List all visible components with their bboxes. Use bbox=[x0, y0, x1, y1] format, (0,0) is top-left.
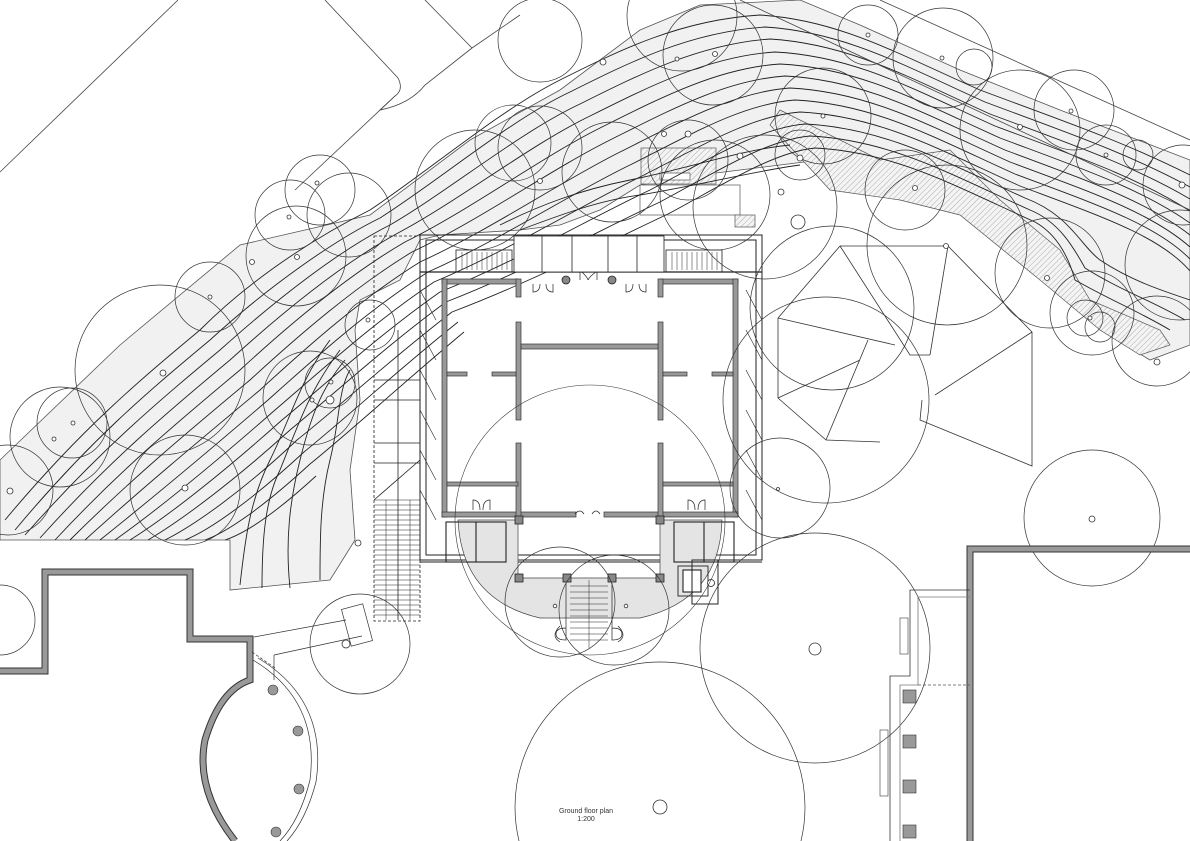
building-walls bbox=[441, 278, 739, 518]
drawing-title: Ground floor plan bbox=[558, 808, 614, 815]
tree-trunks bbox=[6, 32, 1186, 815]
rear-stairs bbox=[455, 235, 723, 273]
contour-lines bbox=[4, 14, 1190, 589]
forecourt-paving bbox=[457, 519, 723, 619]
landscape-band bbox=[0, 0, 1190, 591]
front-stair bbox=[554, 580, 624, 648]
terrace-grid bbox=[373, 235, 421, 622]
columns bbox=[514, 275, 665, 583]
stepped-wall bbox=[0, 568, 254, 841]
side-porches bbox=[445, 521, 735, 605]
drawing-scale: 1:200 bbox=[577, 816, 595, 823]
circular-enclosure bbox=[251, 603, 373, 841]
pergola-structures bbox=[777, 245, 1033, 467]
doors bbox=[472, 271, 706, 515]
drawing-caption: Ground floor plan 1:200 bbox=[536, 808, 636, 824]
site-boundary bbox=[0, 0, 1190, 211]
adjacent-building bbox=[879, 545, 1190, 841]
